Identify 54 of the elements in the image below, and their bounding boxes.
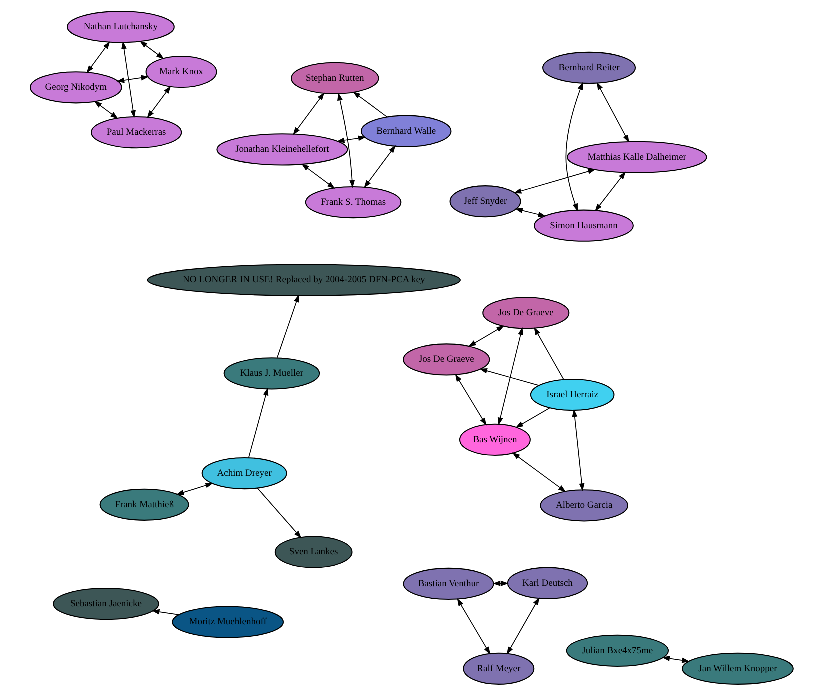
arrow — [248, 388, 268, 458]
node-ellipse: Klaus J. Mueller — [223, 358, 320, 390]
arrow — [565, 82, 583, 212]
arrow — [572, 409, 584, 492]
node-ellipse: Jos De Graeve — [482, 297, 570, 330]
node-ellipse: Simon Hausmann — [534, 210, 634, 242]
arrow — [468, 326, 504, 347]
node-ellipse: Mark Knox — [145, 56, 217, 88]
arrow — [662, 656, 690, 664]
node-ellipse: Israel Herraiz — [530, 378, 614, 412]
node-ellipse: Bas Wijnen — [458, 424, 530, 456]
node-ellipse: Ralf Meyer — [462, 652, 534, 685]
arrow — [596, 82, 629, 143]
node-ellipse: Moritz Muehlenhoff — [172, 606, 284, 638]
arrow — [146, 86, 171, 118]
node-ellipse: Bernhard Reiter — [542, 52, 636, 84]
arrow — [512, 452, 566, 492]
arrow — [256, 488, 302, 539]
arrow — [513, 168, 596, 194]
arrow — [514, 208, 546, 218]
arrow — [337, 92, 355, 188]
arrow — [515, 408, 550, 428]
arrow — [456, 598, 490, 655]
node-ellipse: Jonathan Kleinehellefort — [216, 134, 348, 166]
node-ellipse: Karl Deutsch — [506, 567, 588, 600]
arrow — [454, 374, 486, 426]
node-ellipse: Alberto Garcia — [540, 490, 628, 522]
arrow — [116, 75, 149, 84]
node-ellipse: Paul Mackerras — [90, 116, 182, 149]
arrow — [121, 41, 136, 118]
arrow — [534, 327, 564, 380]
arrow — [352, 92, 388, 118]
arrow — [94, 101, 118, 120]
node-ellipse: NO LONGER IN USE! Replaced by 2004-2005 DFN-PCA key — [146, 264, 460, 296]
arrow — [139, 41, 164, 60]
arrow — [86, 42, 110, 74]
node-ellipse: Sven Lankes — [274, 536, 352, 568]
node-ellipse: Georg Nikodym — [30, 72, 122, 104]
arrow — [336, 136, 366, 144]
arrow — [151, 609, 179, 616]
arrow — [176, 483, 214, 496]
node-ellipse: Stephan Rutten — [290, 62, 379, 95]
arrow — [594, 172, 626, 212]
arrow — [506, 598, 540, 655]
node-ellipse: Frank S. Thomas — [304, 186, 402, 219]
arrow — [292, 92, 324, 136]
arrow — [497, 327, 523, 426]
node-ellipse: Nathan Lutchansky — [66, 11, 174, 44]
arrow — [301, 164, 335, 189]
node-ellipse: Bastian Venthur — [402, 568, 494, 600]
arrow — [276, 294, 299, 358]
arrow — [479, 368, 540, 386]
node-ellipse: Bernhard Walle — [360, 115, 452, 148]
arrow — [364, 145, 396, 188]
